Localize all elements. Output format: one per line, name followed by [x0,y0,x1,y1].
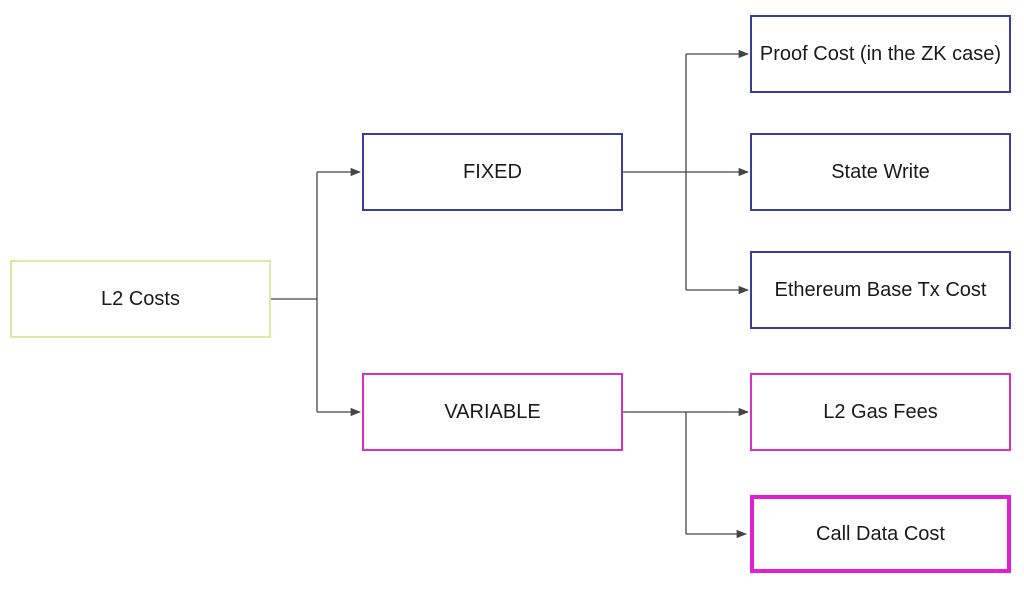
variable-connector [623,407,750,539]
variable-node: VARIABLE [362,373,623,451]
variable-label: VARIABLE [444,400,541,423]
fixed-label: FIXED [463,160,522,183]
proof-cost-node: Proof Cost (in the ZK case) [750,15,1011,93]
ethereum-base-tx-cost-label: Ethereum Base Tx Cost [774,278,987,301]
state-write-label: State Write [831,160,930,183]
l2-gas-fees-node: L2 Gas Fees [750,373,1011,451]
l2-gas-fees-label: L2 Gas Fees [823,400,938,423]
fixed-connector [623,49,750,295]
call-data-cost-node: Call Data Cost [750,495,1011,573]
call-data-cost-label: Call Data Cost [816,522,945,545]
fixed-node: FIXED [362,133,623,211]
l2-costs-label: L2 Costs [101,287,180,310]
ethereum-base-tx-cost-node: Ethereum Base Tx Cost [750,251,1011,329]
proof-cost-label: Proof Cost (in the ZK case) [759,42,1002,65]
state-write-node: State Write [750,133,1011,211]
root-connector [271,167,362,417]
l2-costs-node: L2 Costs [10,260,271,338]
